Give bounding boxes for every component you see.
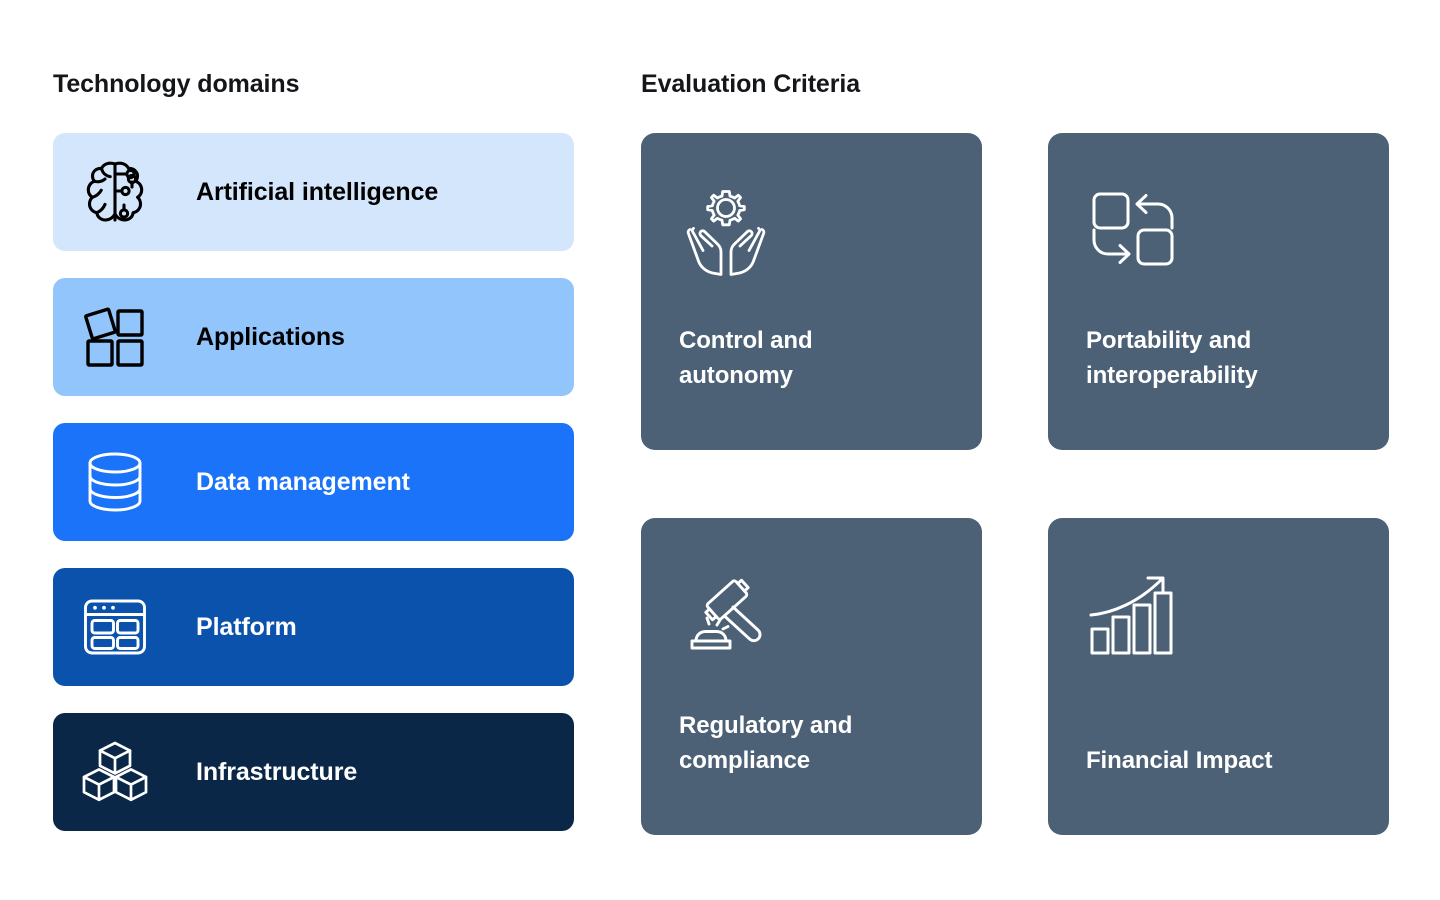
criteria-title: Portability and interoperability: [1086, 327, 1258, 390]
database-icon: [79, 446, 151, 518]
domain-card-infrastructure[interactable]: Infrastructure: [53, 713, 574, 831]
technology-domains-heading: Technology domains: [53, 70, 300, 98]
domain-label: Applications: [196, 322, 345, 351]
domain-card-applications[interactable]: Applications: [53, 278, 574, 396]
bar-chart-growth-icon: [1086, 566, 1182, 662]
domain-label: Artificial intelligence: [196, 177, 439, 206]
domain-label: Infrastructure: [196, 757, 358, 786]
browser-window-icon: [79, 591, 151, 663]
gavel-icon: [679, 566, 775, 662]
domain-card-artificial-intelligence[interactable]: Artificial intelligence: [53, 133, 574, 251]
brain-icon: [79, 156, 151, 228]
technology-domains-list: Artificial intelligence Applications: [53, 133, 574, 831]
swap-squares-icon: [1086, 181, 1182, 277]
domain-label: Data management: [196, 467, 410, 496]
cubes-icon: [79, 736, 151, 808]
criteria-card-control-and-autonomy[interactable]: Control and autonomy: [641, 133, 982, 450]
criteria-title: Control and autonomy: [679, 327, 813, 390]
hands-gear-icon: [679, 181, 775, 277]
criteria-title: Regulatory and compliance: [679, 712, 853, 775]
app-squares-icon: [79, 301, 151, 373]
evaluation-criteria-heading: Evaluation Criteria: [641, 70, 860, 98]
criteria-card-portability-and-interoperability[interactable]: Portability and interoperability: [1048, 133, 1389, 450]
criteria-title: Financial Impact: [1086, 747, 1273, 775]
domain-label: Platform: [196, 612, 297, 641]
evaluation-criteria-grid: Control and autonomy Portability and int…: [641, 133, 1389, 835]
criteria-card-regulatory-and-compliance[interactable]: Regulatory and compliance: [641, 518, 982, 835]
domain-card-platform[interactable]: Platform: [53, 568, 574, 686]
criteria-card-financial-impact[interactable]: Financial Impact: [1048, 518, 1389, 835]
domain-card-data-management[interactable]: Data management: [53, 423, 574, 541]
